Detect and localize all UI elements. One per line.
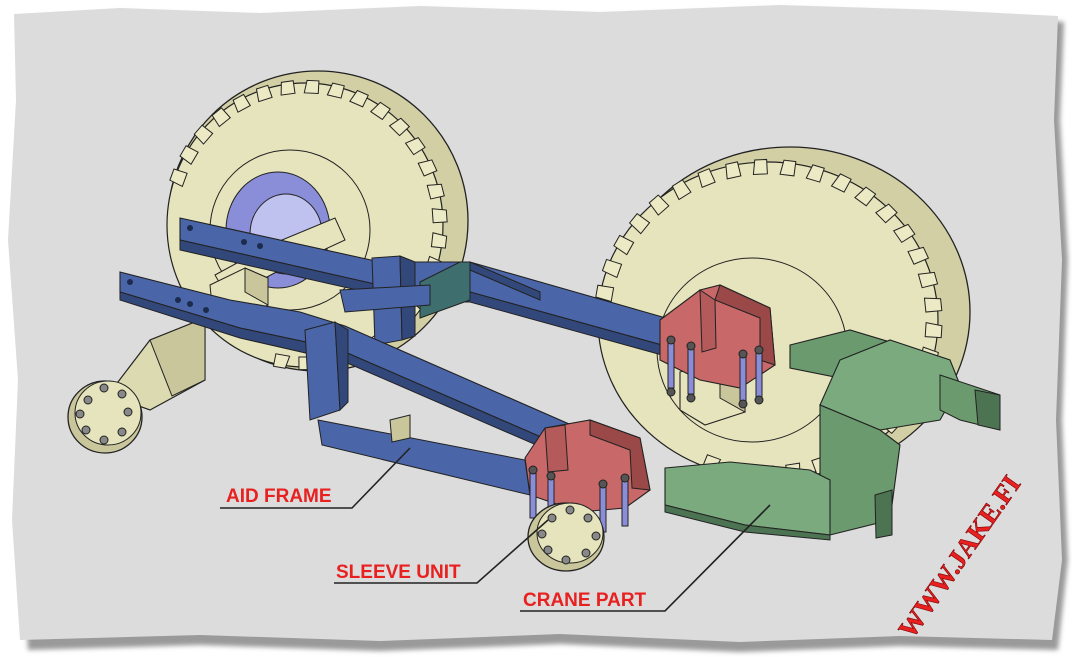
crane-part-label: CRANE PART (523, 590, 647, 611)
frame-cross-beam (339, 261, 541, 313)
tire-tread-lug (613, 234, 635, 256)
tire-tread-lug (595, 284, 615, 303)
sleeve-unit-label: SLEEVE UNIT (336, 562, 461, 583)
tire-tread-lug (426, 183, 445, 200)
frame-rail-lower (119, 271, 641, 496)
tire-tread-lug (280, 80, 296, 96)
aid-frame-label: AID FRAME (226, 486, 332, 507)
crane-part (664, 329, 1001, 541)
tire-tread-lug (255, 84, 273, 103)
sleeve-unit-leader (334, 519, 549, 584)
tire-tread-lug (907, 246, 930, 265)
tire-tread-lug (648, 194, 670, 216)
tire-tread-lug (388, 117, 411, 137)
tire-tread-lug (752, 158, 768, 176)
tire-tread-lug (417, 159, 438, 177)
tire-tread-lug (272, 353, 291, 369)
tire-tread-lug (892, 223, 916, 244)
tire-tread-lug (805, 164, 825, 183)
tire-tread-lug (601, 258, 623, 279)
tire-tread-lug (404, 137, 426, 156)
tire-tread-lug (430, 232, 448, 249)
tire-tread-lug (875, 203, 898, 224)
sleeve-unit-lower (524, 419, 651, 572)
tire-tread-lug (725, 161, 742, 180)
tire-tread-lug (369, 101, 391, 121)
tire-tread-lug (697, 168, 716, 188)
tire-tread-lug (830, 173, 852, 193)
tire-tread-lug (917, 271, 939, 289)
crane-part-leader (520, 504, 771, 612)
tire-tread-lug (854, 186, 877, 207)
tire-tread-lug (923, 297, 943, 313)
tire-tread-lug (628, 213, 651, 235)
callout-crane-part: CRANE PART (520, 504, 771, 612)
tire-tread-lug (211, 107, 231, 128)
tire-tread-lug (671, 179, 692, 201)
aid-frame-leader (220, 447, 411, 509)
tire-tread-lug (232, 93, 251, 113)
tire-tread-lug (169, 168, 188, 188)
left-hub (67, 317, 206, 454)
tire-tread-lug (326, 82, 345, 99)
callout-sleeve-unit: SLEEVE UNIT (334, 519, 549, 584)
tire-tread-lug (193, 124, 214, 145)
tire-tread-lug (303, 79, 320, 95)
tire-tread-lug (924, 322, 943, 339)
tire-tread-lug (779, 159, 797, 177)
tire-tread-lug (179, 145, 199, 165)
sleeve-unit-upper (659, 284, 776, 409)
callout-aid-frame: AID FRAME (220, 447, 411, 509)
tire-tread-lug (349, 89, 369, 108)
tire-tread-lug (431, 208, 448, 224)
